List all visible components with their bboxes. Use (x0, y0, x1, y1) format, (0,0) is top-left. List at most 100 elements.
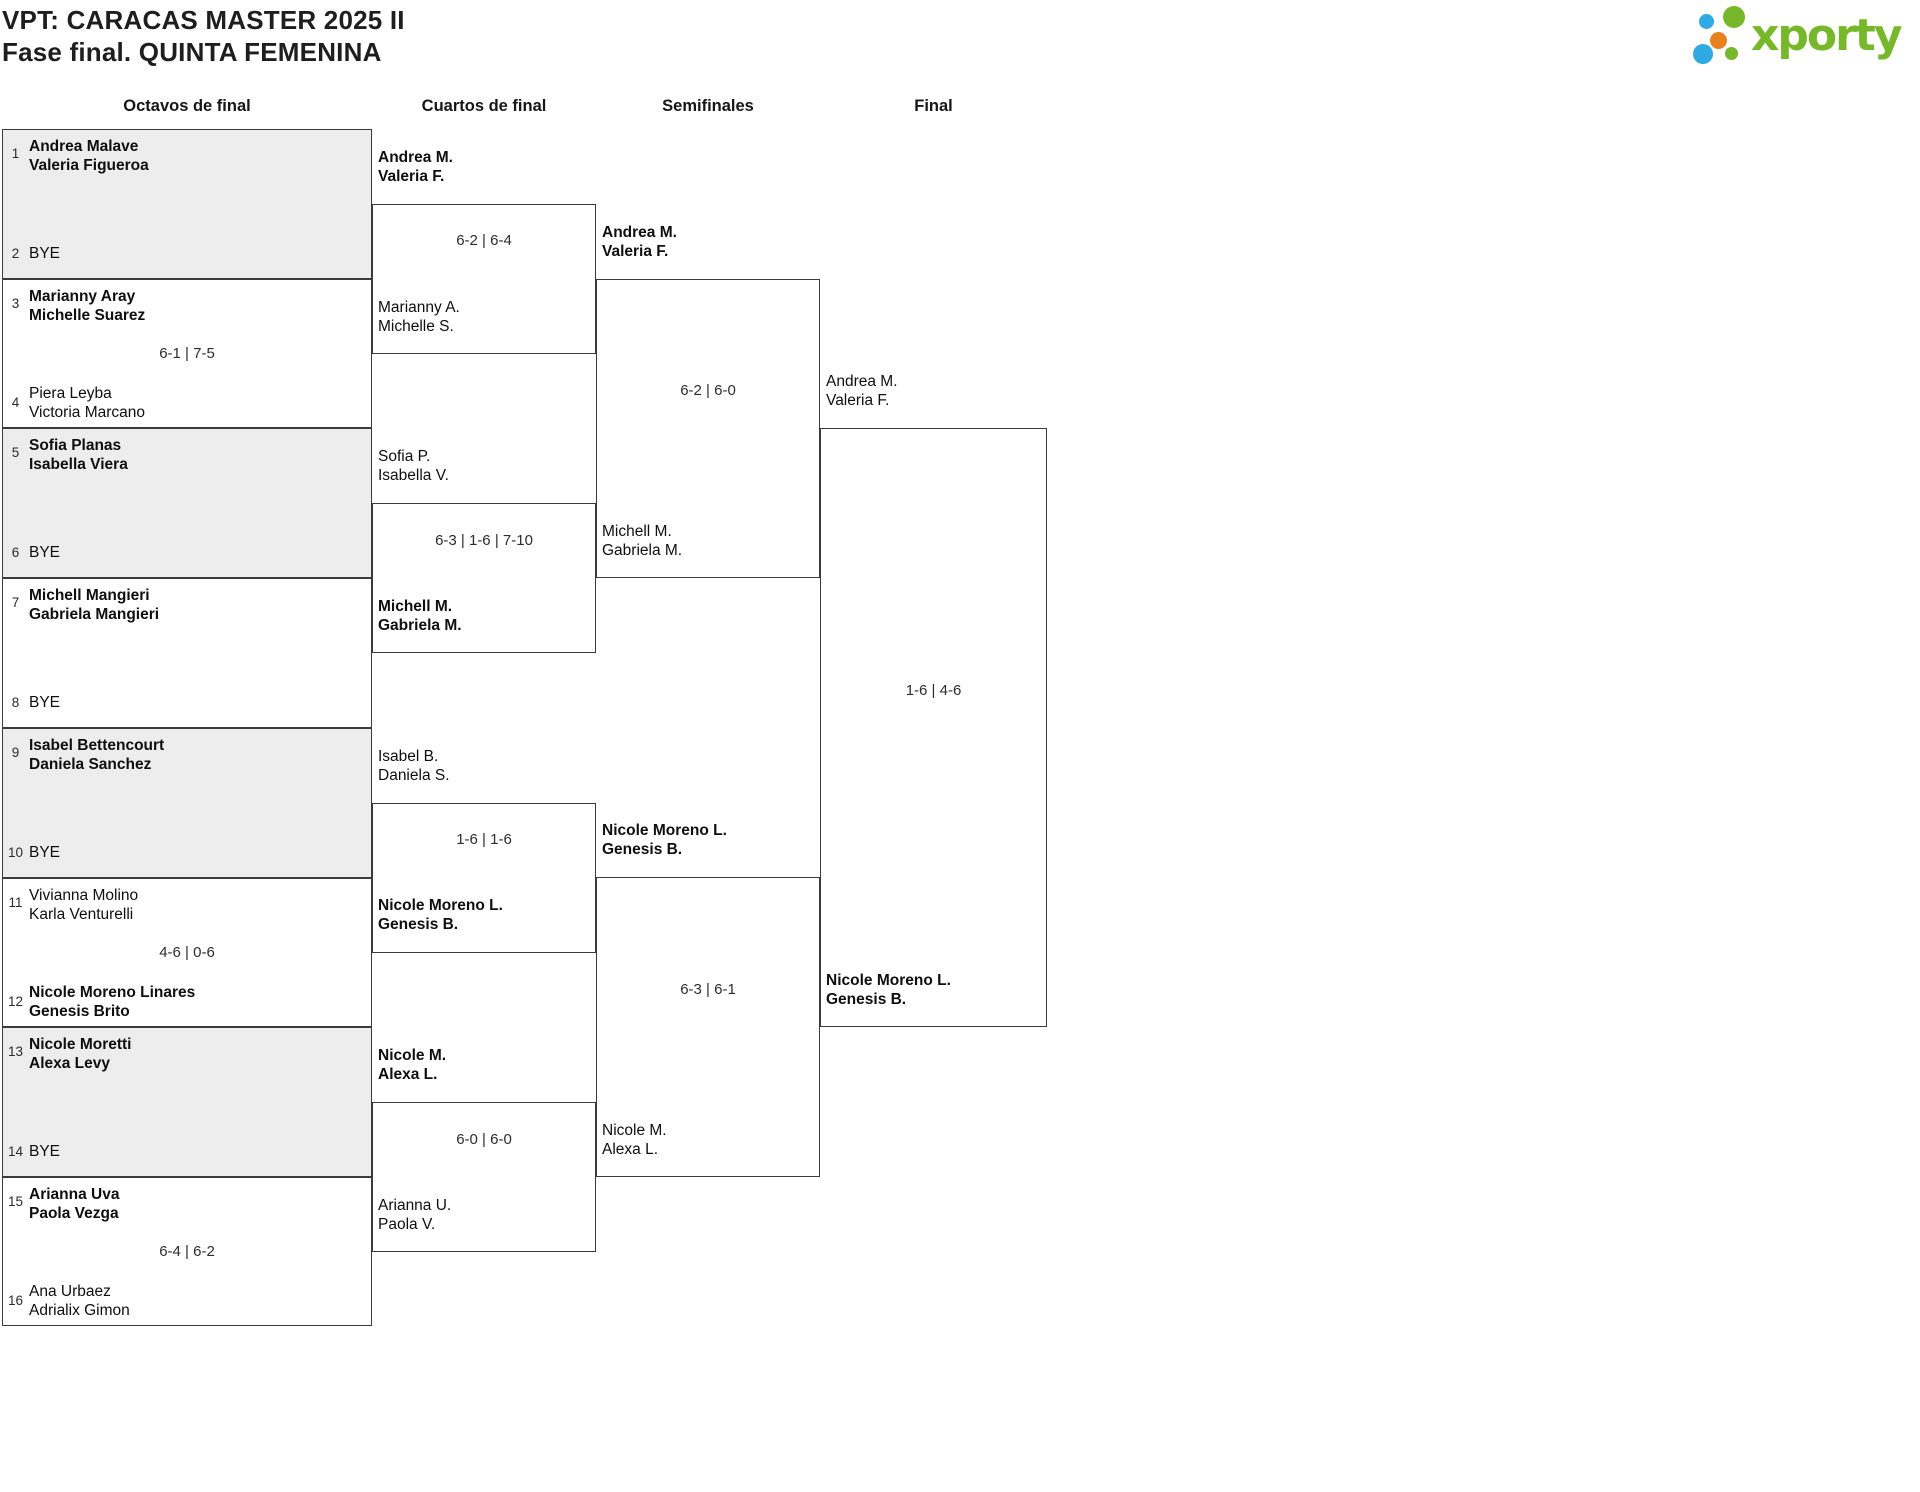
xporty-logo: xporty (1685, 0, 1920, 80)
team-name: Nicole Moreno Linares Genesis Brito (29, 983, 195, 1021)
player-name: Isabella V. (378, 467, 449, 484)
round-header-semifinales: Semifinales (662, 97, 754, 115)
r16-match-3-box: 5 Sofia Planas Isabella Viera 6 BYE (2, 428, 372, 578)
r16-match-1-box: 1 Andrea Malave Valeria Figueroa 2 BYE (2, 129, 372, 279)
player-name: Piera Leyba (29, 385, 112, 402)
r16-match-8-box: 15 Arianna Uva Paola Vezga 6-4 | 6-2 16 … (2, 1177, 372, 1326)
player-name: Andrea M. (826, 373, 898, 390)
seed-number: 3 (11, 296, 20, 311)
player-name: Genesis B. (826, 991, 907, 1008)
player-name: Valeria F. (378, 168, 445, 185)
player-name: Michell M. (602, 523, 672, 540)
bye-label: BYE (29, 1143, 61, 1160)
round-header-octavos: Octavos de final (123, 97, 251, 115)
team-name-bye: BYE (29, 543, 60, 562)
player-name: Nicole M. (378, 1047, 447, 1064)
r16-match-2-box: 3 Marianny Aray Michelle Suarez 6-1 | 7-… (2, 279, 372, 428)
player-name: Sofia P. (378, 448, 431, 465)
player-name: Nicole Moreno L. (602, 822, 727, 839)
sf1-score: 6-2 | 6-0 (680, 382, 736, 399)
team-name-bye: BYE (29, 843, 60, 862)
player-name: Marianny Aray (29, 288, 136, 305)
player-name: Daniela S. (378, 767, 450, 784)
r16-match-7-box: 13 Nicole Moretti Alexa Levy 14 BYE (2, 1027, 372, 1177)
title-block: VPT: CARACAS MASTER 2025 II Fase final. … (2, 4, 405, 68)
seed-number: 8 (11, 695, 20, 710)
seed-number: 13 (7, 1044, 24, 1059)
phase-title: Fase final. QUINTA FEMENINA (2, 37, 382, 67)
match-score: 6-4 | 6-2 (159, 1243, 215, 1260)
player-name: Isabel B. (378, 748, 439, 765)
qf-connector-1 (372, 204, 596, 354)
seed-number: 4 (11, 395, 20, 410)
team-name: Michell Mangieri Gabriela Mangieri (29, 586, 159, 624)
player-name: Sofia Planas (29, 437, 122, 454)
team-name: Vivianna Molino Karla Venturelli (29, 886, 138, 924)
bye-label: BYE (29, 844, 61, 861)
sf2-team-bottom: Nicole M. Alexa L. (602, 1121, 667, 1159)
player-name: Gabriela M. (602, 542, 683, 559)
team-name-bye: BYE (29, 244, 60, 263)
player-name: Andrea M. (378, 149, 453, 166)
player-name: Michelle Suarez (29, 307, 146, 324)
player-name: Nicole Moreno L. (378, 897, 503, 914)
player-name: Michell Mangieri (29, 587, 150, 604)
player-name: Valeria Figueroa (29, 157, 149, 174)
seed-number: 2 (11, 246, 20, 261)
qf3-team-bottom: Nicole Moreno L. Genesis B. (378, 896, 503, 934)
player-name: Nicole Moretti (29, 1036, 132, 1053)
player-name: Karla Venturelli (29, 906, 134, 923)
player-name: Genesis B. (378, 916, 459, 933)
player-name: Gabriela Mangieri (29, 606, 160, 623)
logo-dot-green-small-icon (1725, 47, 1738, 60)
player-name: Paola Vezga (29, 1205, 119, 1222)
qf4-score: 6-0 | 6-0 (456, 1131, 512, 1148)
player-name: Marianny A. (378, 299, 460, 316)
qf1-team-top: Andrea M. Valeria F. (378, 148, 453, 186)
r16-match-4-box: 7 Michell Mangieri Gabriela Mangieri 8 B… (2, 578, 372, 728)
seed-number: 11 (8, 895, 23, 910)
seed-number: 16 (7, 1293, 24, 1308)
player-name: Arianna U. (378, 1197, 452, 1214)
team-name: Piera Leyba Victoria Marcano (29, 384, 145, 422)
qf1-team-bottom: Marianny A. Michelle S. (378, 298, 460, 336)
seed-number: 1 (11, 146, 20, 161)
bye-label: BYE (29, 245, 61, 262)
qf2-score: 6-3 | 1-6 | 7-10 (435, 532, 533, 549)
qf2-team-top: Sofia P. Isabella V. (378, 447, 449, 485)
qf-connector-3 (372, 803, 596, 953)
seed-number: 9 (11, 745, 20, 760)
team-name: Andrea Malave Valeria Figueroa (29, 137, 149, 175)
r16-match-6-box: 11 Vivianna Molino Karla Venturelli 4-6 … (2, 878, 372, 1027)
player-name: Alexa L. (602, 1141, 659, 1158)
sf1-team-bottom: Michell M. Gabriela M. (602, 522, 682, 560)
player-name: Andrea M. (602, 224, 677, 241)
final-team-bottom: Nicole Moreno L. Genesis B. (826, 971, 951, 1009)
player-name: Nicole Moreno Linares (29, 984, 196, 1001)
player-name: Alexa Levy (29, 1055, 110, 1072)
player-name: Isabel Bettencourt (29, 737, 165, 754)
r16-match-5-box: 9 Isabel Bettencourt Daniela Sanchez 10 … (2, 728, 372, 878)
seed-number: 15 (7, 1194, 24, 1209)
round-header-cuartos: Cuartos de final (421, 97, 547, 115)
player-name: Michell M. (378, 598, 453, 615)
qf2-team-bottom: Michell M. Gabriela M. (378, 597, 462, 635)
player-name: Gabriela M. (378, 617, 462, 634)
logo-dot-blue-medium-icon (1693, 44, 1713, 64)
team-name: Marianny Aray Michelle Suarez (29, 287, 145, 325)
match-score: 6-1 | 7-5 (159, 345, 215, 362)
final-connector (820, 428, 1047, 1027)
player-name: Valeria F. (602, 243, 669, 260)
player-name: Arianna Uva (29, 1186, 120, 1203)
seed-number: 6 (11, 545, 20, 560)
team-name: Arianna Uva Paola Vezga (29, 1185, 119, 1223)
player-name: Vivianna Molino (29, 887, 139, 904)
sf-connector-2 (596, 877, 820, 1177)
sf2-score: 6-3 | 6-1 (680, 981, 736, 998)
player-name: Andrea Malave (29, 138, 139, 155)
seed-number: 10 (7, 845, 24, 860)
team-name-bye: BYE (29, 693, 60, 712)
player-name: Valeria F. (826, 392, 890, 409)
player-name: Paola V. (378, 1216, 436, 1233)
